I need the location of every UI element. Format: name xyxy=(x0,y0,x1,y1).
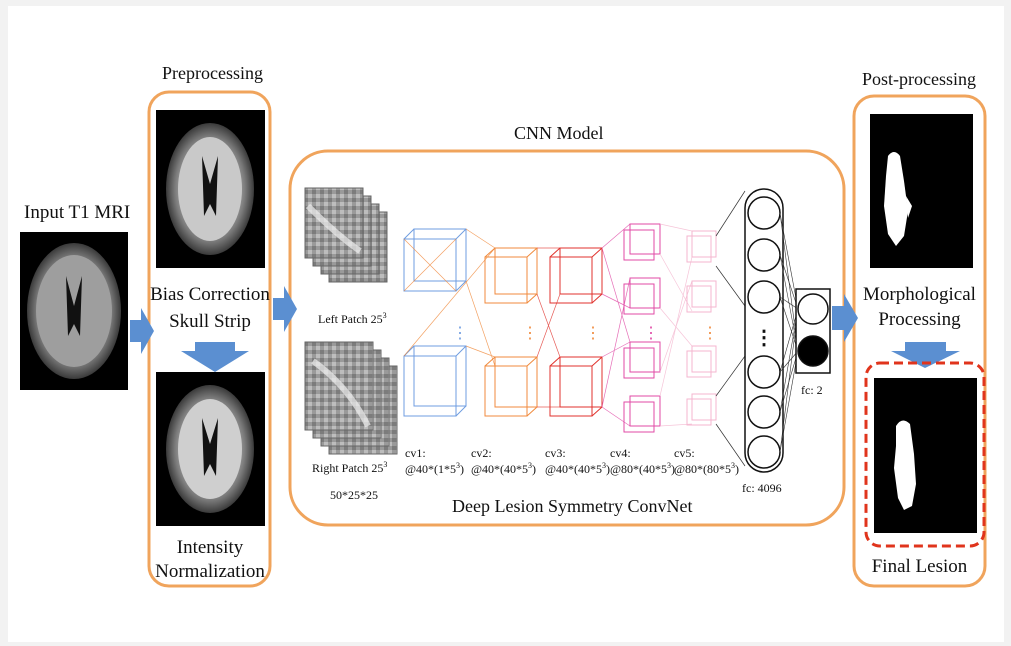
diagram-canvas: ⋮ ⋮ ⋮ ⋮ ⋮ ⋮ xyxy=(8,6,1004,642)
flow-arrow-down-preproc xyxy=(181,342,249,372)
svg-text:⋮: ⋮ xyxy=(522,325,538,342)
cv4-label: cv4: @80*(40*53) xyxy=(610,446,676,477)
right-patch-label: Right Patch 253 xyxy=(312,460,388,475)
cv1-label: cv1: @40*(1*53) xyxy=(405,446,465,477)
cnn-title: CNN Model xyxy=(514,123,604,143)
cv5-cubes xyxy=(686,230,717,426)
fc-4096-layer: ⋮ xyxy=(715,188,784,473)
flow-arrow-preproc xyxy=(273,286,297,332)
flow-arrow-input xyxy=(130,308,154,354)
mri-input-image xyxy=(20,232,128,390)
cv2-label: cv2: @40*(40*53) xyxy=(471,446,537,477)
lesion-mask-image xyxy=(874,378,977,533)
final-lesion-outline xyxy=(864,361,986,548)
fc-2-layer xyxy=(795,288,831,374)
cnn-caption: Deep Lesion Symmetry ConvNet xyxy=(452,496,693,516)
ellipsis-dots: ⋮ ⋮ ⋮ ⋮ ⋮ xyxy=(452,325,718,342)
preprocessing-step1-line1: Bias Correction xyxy=(150,284,270,305)
input-size-label: 50*25*25 xyxy=(330,488,378,502)
cv2-cube-top xyxy=(484,247,538,304)
input-label: Input T1 MRI xyxy=(24,202,131,223)
cv2-cube-bottom xyxy=(484,356,538,417)
svg-text:⋮: ⋮ xyxy=(452,325,468,342)
preprocessing-step1-line2: Skull Strip xyxy=(169,311,251,332)
cv1-cube-top xyxy=(403,228,467,292)
pipeline-diagram: ⋮ ⋮ ⋮ ⋮ ⋮ ⋮ xyxy=(20,90,987,588)
cv1-cube-bottom xyxy=(403,345,467,417)
cv5-label: cv5: @80*(80*53) xyxy=(674,446,740,477)
cv3-cube-top xyxy=(549,247,603,304)
svg-text:⋮: ⋮ xyxy=(754,327,774,349)
preprocessing-step2-line2: Normalization xyxy=(155,561,265,582)
flow-arrow-down-post xyxy=(891,342,960,368)
svg-text:⋮: ⋮ xyxy=(585,325,601,342)
postprocessing-box xyxy=(852,94,987,588)
fc-4096-label: fc: 4096 xyxy=(742,481,782,495)
patch-stack-image xyxy=(304,341,398,455)
conv-connections xyxy=(403,223,693,427)
patch-stack-image xyxy=(304,187,388,283)
postprocessing-step-line1: Morphological xyxy=(863,284,976,305)
preprocessing-step2-line1: Intensity xyxy=(176,537,244,558)
flow-arrow-cnn xyxy=(832,294,858,342)
cv3-cube-bottom xyxy=(549,356,603,417)
left-patch-label: Left Patch 253 xyxy=(318,311,387,326)
preprocessing-title: Preprocessing xyxy=(162,63,263,83)
postprocessing-title: Post-processing xyxy=(862,69,976,89)
fc-2-label: fc: 2 xyxy=(801,383,823,397)
fc-connections xyxy=(779,212,799,453)
svg-text:⋮: ⋮ xyxy=(702,325,718,342)
cv4-cubes xyxy=(623,223,661,433)
svg-text:⋮: ⋮ xyxy=(643,325,659,342)
lesion-mask-image xyxy=(870,114,973,268)
brain-normalized-image xyxy=(156,372,265,526)
brain-skull-stripped-image xyxy=(156,110,265,268)
postprocessing-step-line2: Processing xyxy=(878,309,961,330)
cv3-label: cv3: @40*(40*53) xyxy=(545,446,611,477)
final-lesion-label: Final Lesion xyxy=(871,556,968,577)
